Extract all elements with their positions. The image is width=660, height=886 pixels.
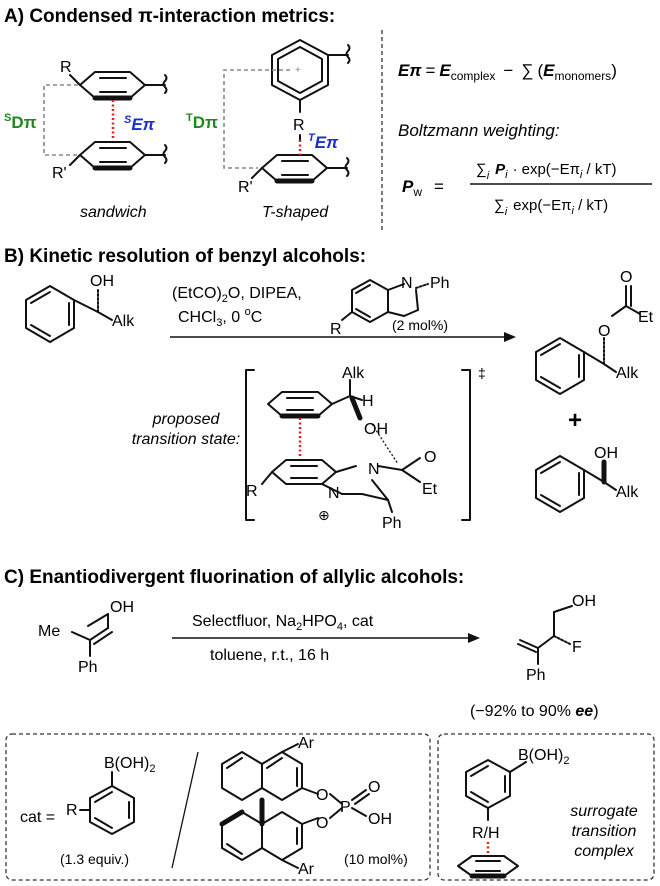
ts-positive-charge: ⊕ <box>318 507 330 523</box>
section-b-heading: B) Kinetic resolution of benzyl alcohols… <box>4 246 366 267</box>
tshaped-distance-bracket <box>223 69 290 169</box>
catalyst-ph-label: Ph <box>430 275 450 292</box>
ts-h-label: H <box>362 393 374 410</box>
ts-n1-label: N <box>368 461 380 478</box>
ts-n2-label: N <box>328 485 340 502</box>
boronic-equiv: (1.3 equiv.) <box>60 851 129 867</box>
ts-oh-label: OH <box>364 421 388 438</box>
ester-et-label: Et <box>638 309 654 326</box>
boronic-r-label: R <box>66 802 78 819</box>
fluorinated-product <box>517 605 573 665</box>
binol-po-label: O <box>368 779 380 796</box>
catalyst-structure <box>341 279 429 323</box>
boronic-boh2-label: B(OH)2 <box>104 755 155 775</box>
ts-left-bracket <box>245 369 255 521</box>
product-c-oh-label: OH <box>572 593 596 610</box>
sandwich-r-label: R <box>60 59 72 76</box>
surrogate-rh-label: R/H <box>472 825 500 842</box>
surrogate-label-3: complex <box>574 843 635 860</box>
reaction-arrowhead-b <box>504 332 516 342</box>
binol-o1-label: O <box>316 787 328 804</box>
ts-right-bracket <box>461 369 471 521</box>
tshaped-upper-ring <box>271 39 351 113</box>
boronic-acid <box>79 771 135 835</box>
conditions-line-1: Selectfluor, Na2HPO4, cat <box>192 613 374 633</box>
substrate-c-ph-label: Ph <box>78 659 98 676</box>
alcohol-oh-label: OH <box>594 445 618 462</box>
substrate-oh-label: OH <box>90 273 114 290</box>
sandwich-upper-ring <box>69 71 168 101</box>
surrogate-label-1: surrogate <box>570 803 638 820</box>
tshaped-r-label: R <box>293 117 305 134</box>
e-pi-equation: Eπ=Ecomplex−∑(Emonomers) <box>398 61 617 83</box>
surrogate-structure <box>457 759 527 879</box>
surrogate-boh2-label: B(OH)2 <box>518 747 569 767</box>
tshaped-ring-center-marker: + <box>295 65 301 76</box>
ester-product <box>535 285 641 395</box>
sandwich-caption: sandwich <box>80 204 147 221</box>
tshaped-rprime-label: R' <box>238 179 253 196</box>
ts-dagger: ‡ <box>478 365 486 381</box>
substrate-alk-label: Alk <box>112 313 135 330</box>
sandwich-lower-ring <box>69 141 168 171</box>
catalyst-loading: (2 mol%) <box>392 317 448 333</box>
catalyst-box <box>5 733 431 881</box>
ester-o-label: O <box>598 323 610 340</box>
ester-carbonyl-o-label: O <box>620 269 632 286</box>
substrate-c-me-label: Me <box>38 623 60 640</box>
catalyst-n-label: N <box>401 275 413 292</box>
sandwich-e-pi-label: SEπ <box>124 114 156 134</box>
ee-range: (−92% to 90% ee) <box>470 703 599 720</box>
sandwich-rprime-label: R' <box>52 165 67 182</box>
substrate-c-oh-label: OH <box>110 599 134 616</box>
product-c-ph-label: Ph <box>526 667 546 684</box>
reaction-arrowhead-c <box>468 633 480 643</box>
binol-loading: (10 mol%) <box>344 851 408 867</box>
tshaped-d-pi-label: TDπ <box>186 112 218 132</box>
section-c-heading: C) Enantiodivergent fluorination of ally… <box>4 567 464 588</box>
binol-ar-bottom-label: Ar <box>298 861 315 878</box>
allylic-alcohol-substrate <box>71 613 113 657</box>
boltzmann-label: Boltzmann weighting: <box>398 121 560 140</box>
alcohol-product <box>535 455 617 513</box>
surrogate-box <box>437 733 655 881</box>
ts-alk-label: Alk <box>342 365 365 382</box>
sandwich-distance-bracket <box>43 84 78 156</box>
tshaped-lower-ring <box>251 154 350 184</box>
product-c-f-label: F <box>572 639 582 656</box>
binol-ar-top-label: Ar <box>298 735 315 752</box>
ts-o-label: O <box>424 449 436 466</box>
surrogate-label-2: transition <box>572 823 637 840</box>
ts-label-1: proposed <box>152 411 221 428</box>
cat-equals-label: cat = <box>20 809 55 826</box>
ester-alk-label: Alk <box>616 365 639 382</box>
section-a-heading: A) Condensed π-interaction metrics: <box>4 6 335 27</box>
ts-r-label: R <box>246 483 258 500</box>
reagents-line-1: (EtCO)2O, DIPEA, <box>172 285 302 305</box>
tshaped-e-pi-label: TEπ <box>308 132 339 152</box>
ts-et-label: Et <box>422 481 438 498</box>
benzyl-alcohol-substrate <box>25 285 113 343</box>
catalyst-slash <box>171 751 199 869</box>
alcohol-alk-label: Alk <box>616 484 639 501</box>
catalyst-r-label: R <box>330 321 342 338</box>
tshaped-caption: T-shaped <box>262 204 329 221</box>
binol-p-label: P <box>340 799 351 816</box>
reagents-line-2: CHCl3, 0 oC <box>178 306 262 329</box>
binol-oh-label: OH <box>368 811 392 828</box>
ts-ph-label: Ph <box>382 515 402 532</box>
plus-sign: + <box>568 407 582 434</box>
ts-label-2: transition state: <box>132 431 241 448</box>
ts-structure <box>261 379 421 513</box>
pw-symbol: Pw= <box>402 177 444 199</box>
binol-o2-label: O <box>316 815 328 832</box>
sandwich-d-pi-label: SDπ <box>4 112 37 132</box>
conditions-line-2: toluene, r.t., 16 h <box>210 647 329 664</box>
binol-phosphoric-acid <box>219 743 370 869</box>
